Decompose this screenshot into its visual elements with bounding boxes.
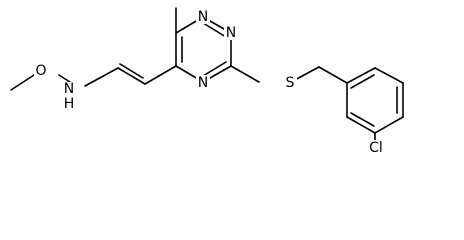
- atom-n-triazine-top: N: [198, 9, 208, 25]
- bond-o-methyl: [10, 74, 35, 91]
- bond-vinyl-double: [119, 63, 144, 79]
- bond-ar1: [346, 67, 376, 84]
- bond-ar2: [374, 67, 404, 84]
- atom-chlorine: Cl: [369, 140, 383, 156]
- atom-n-triazine-right: N: [226, 25, 236, 41]
- bond-c3-s: [230, 65, 260, 83]
- bond-ar5: [346, 116, 376, 134]
- bond-ar5-double: [350, 112, 375, 127]
- atom-n-triazine-bottom: N: [198, 75, 208, 91]
- bond-vinyl: [117, 67, 146, 85]
- atom-sulfur: S: [286, 75, 295, 91]
- structure-canvas: N N N S Cl O N H: [10, 7, 404, 156]
- atom-amine-nitrogen: N: [64, 81, 74, 97]
- atom-amine-hydrogen: H: [64, 96, 75, 112]
- bond-ch2-ring: [318, 66, 348, 84]
- bond-ar1-double: [350, 74, 375, 89]
- molecule-diagram: N N N S Cl O N H: [10, 7, 404, 156]
- bond-c5-vinyl: [144, 65, 177, 85]
- bond-c3-n4-double: [202, 61, 227, 77]
- bond-n1-n2-double: [202, 22, 227, 38]
- atom-oxygen: O: [35, 63, 46, 79]
- bond-vinyl-nh: [84, 67, 119, 87]
- bond-ar4: [374, 116, 404, 134]
